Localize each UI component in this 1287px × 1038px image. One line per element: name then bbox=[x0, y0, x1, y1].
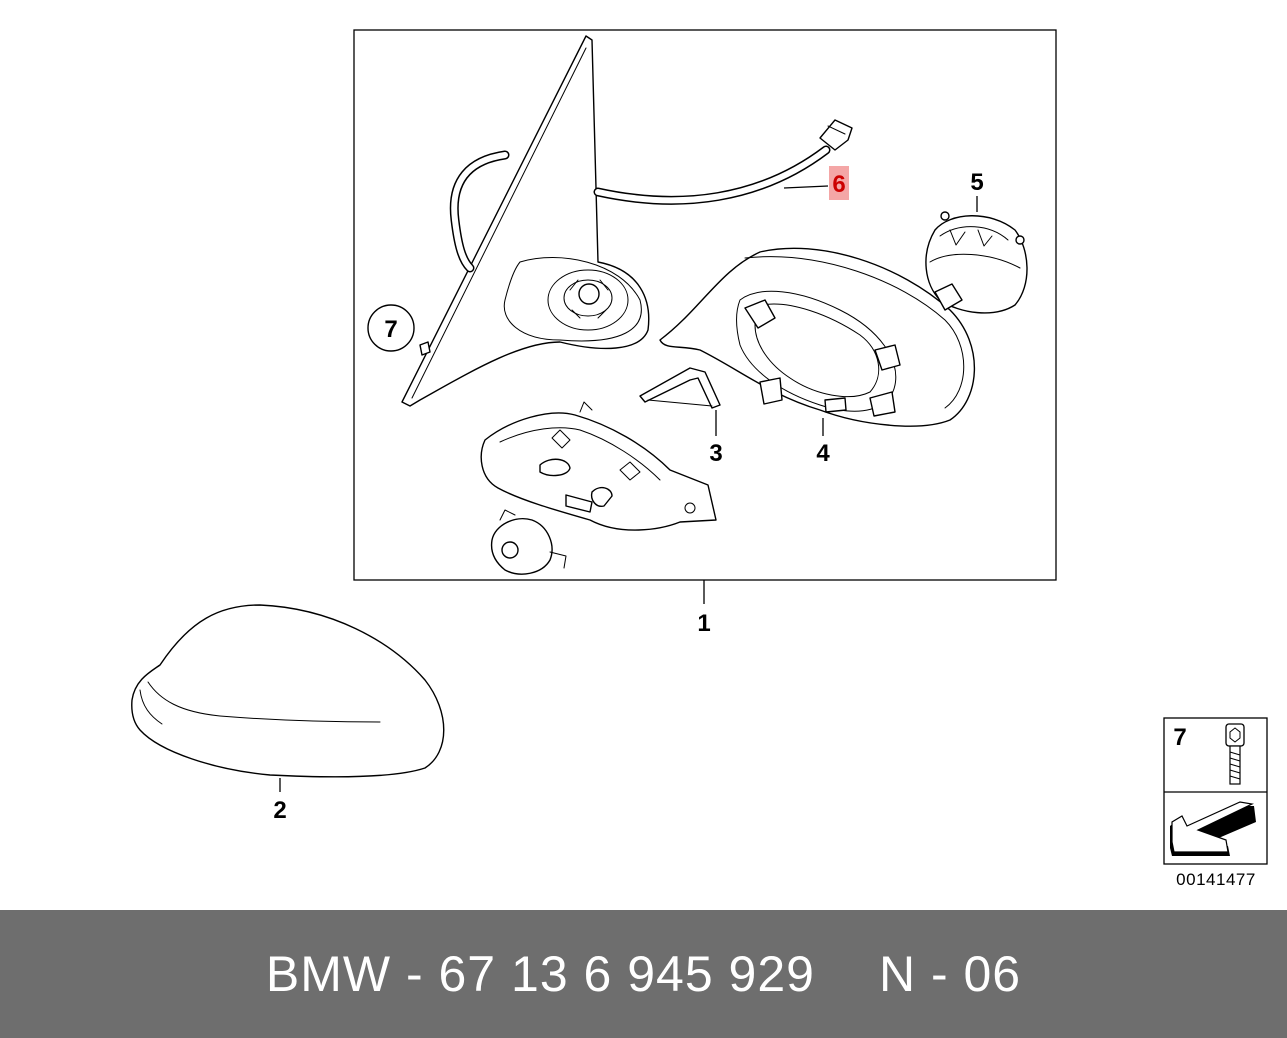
callout-3: 3 bbox=[709, 440, 722, 467]
reference-number: 00141477 bbox=[1176, 870, 1256, 889]
mirror-base-drawing bbox=[480, 401, 717, 531]
exploded-parts-diagram: 1 2 3 4 5 6 7 7 00141477 bbox=[131, 29, 1268, 889]
part-number: BMW - 67 13 6 945 929 bbox=[265, 946, 815, 1002]
part-number-banner: BMW - 67 13 6 945 929 N - 06 bbox=[0, 910, 1287, 1038]
callout-1: 1 bbox=[697, 610, 710, 637]
mirror-housing-drawing bbox=[401, 35, 650, 407]
direction-arrow-icon bbox=[1170, 801, 1256, 856]
callout-7-circle bbox=[367, 304, 415, 352]
screw-icon bbox=[1225, 723, 1245, 785]
callout-2: 2 bbox=[273, 797, 286, 824]
callout-4: 4 bbox=[816, 440, 830, 467]
legend-box: 7 bbox=[1163, 717, 1268, 865]
callout-6: 6 bbox=[832, 171, 845, 198]
legend-item-number: 7 bbox=[1173, 724, 1186, 751]
callout-6-highlight bbox=[829, 166, 849, 200]
leader-line-6 bbox=[783, 185, 829, 189]
mirror-cap-drawing bbox=[131, 604, 445, 778]
callout-7: 7 bbox=[384, 316, 397, 343]
callout-5: 5 bbox=[970, 169, 983, 196]
variant-code: N - 06 bbox=[878, 946, 1022, 1002]
cable-drawing bbox=[449, 119, 853, 273]
motor-drawing bbox=[490, 509, 567, 575]
assembly-frame bbox=[353, 29, 1057, 581]
actuator-drawing bbox=[925, 211, 1028, 314]
bracket-drawing bbox=[639, 367, 721, 409]
mirror-glass-carrier-drawing bbox=[659, 247, 976, 427]
